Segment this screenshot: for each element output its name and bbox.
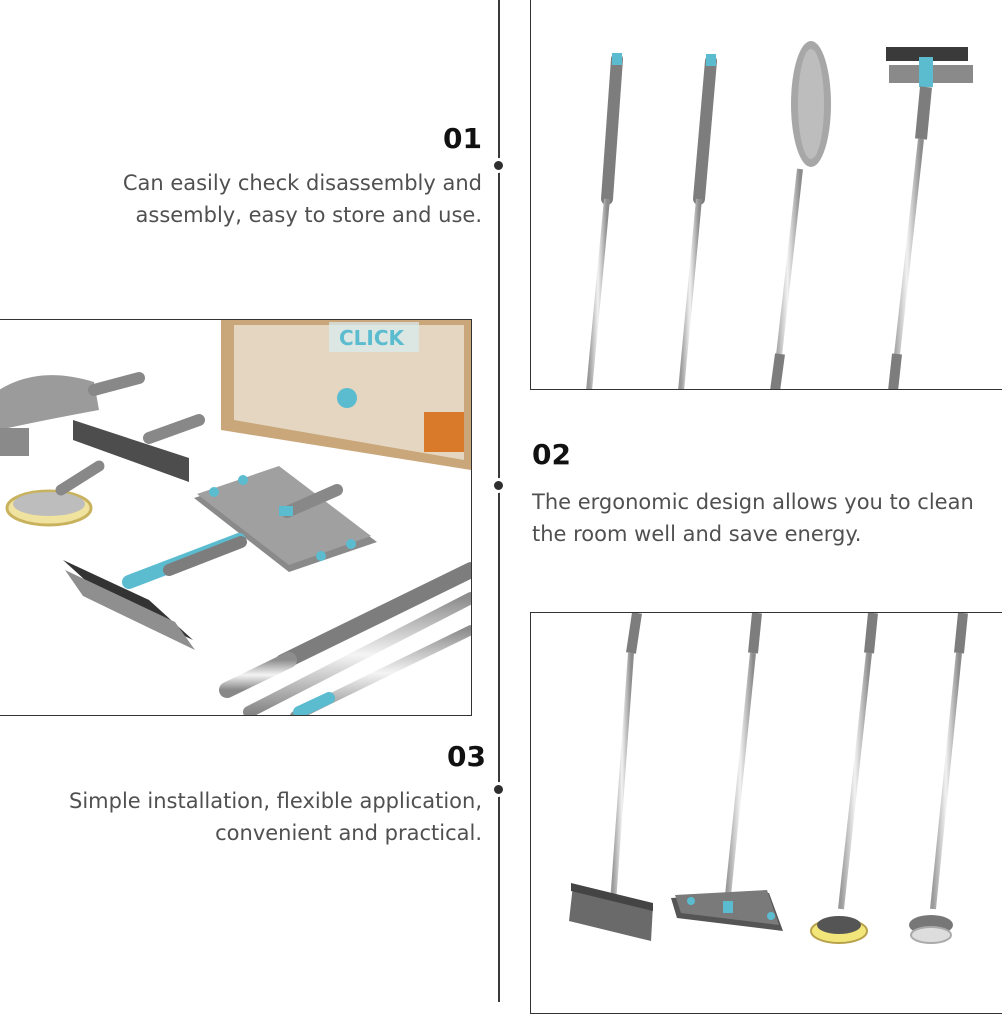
- section-02-line-1: The ergonomic design allows you to clean: [532, 490, 974, 514]
- section-02-description: The ergonomic design allows you to clean…: [532, 486, 1002, 550]
- squeegee-head-icon: [886, 47, 973, 389]
- timeline-dot-03: [491, 782, 506, 797]
- kit-illustration: CLICK: [0, 320, 471, 715]
- section-01-description: Can easily check disassembly and assembl…: [40, 167, 482, 231]
- product-panel-heads-bottom: [530, 612, 1002, 1014]
- extension-pole-icon: [219, 562, 471, 715]
- section-03-description: Simple installation, flexible applicatio…: [20, 785, 482, 849]
- extension-pole-icon: [586, 53, 623, 389]
- scrub-pad-head-icon: [0, 428, 105, 527]
- section-02-line-2: the room well and save energy.: [532, 522, 862, 546]
- timeline-line: [498, 0, 500, 1002]
- mop-head-icon: [194, 466, 377, 572]
- section-03-line-1: Simple installation, flexible applicatio…: [69, 789, 482, 813]
- brush-head-icon: [569, 613, 653, 941]
- box-sign-text: CLICK: [339, 326, 406, 350]
- timeline-dot-01: [491, 158, 506, 173]
- brush-head-icon: [73, 414, 205, 482]
- poles-illustration-top: [586, 41, 973, 389]
- section-01-number: 01: [443, 122, 482, 155]
- extension-pole-icon: [678, 54, 717, 389]
- duster-head-icon: [770, 41, 831, 389]
- poles-illustration-bottom: [569, 613, 968, 944]
- scrub-pad-head-icon: [810, 613, 878, 944]
- product-panel-heads-top: [530, 0, 1002, 390]
- section-01-line-2: assembly, easy to store and use.: [135, 203, 482, 227]
- section-03-number: 03: [447, 740, 486, 773]
- duster-head-icon: [0, 372, 145, 430]
- product-panel-kit: CLICK: [0, 319, 472, 716]
- squeegee-head-icon: [63, 533, 247, 650]
- section-01-line-1: Can easily check disassembly and: [122, 171, 482, 195]
- section-02-number: 02: [532, 438, 571, 471]
- mop-head-icon: [671, 613, 783, 931]
- section-03-line-2: convenient and practical.: [215, 821, 482, 845]
- packaging-box: CLICK: [221, 320, 471, 470]
- brush-head-icon: [909, 613, 968, 944]
- timeline-dot-02: [491, 478, 506, 493]
